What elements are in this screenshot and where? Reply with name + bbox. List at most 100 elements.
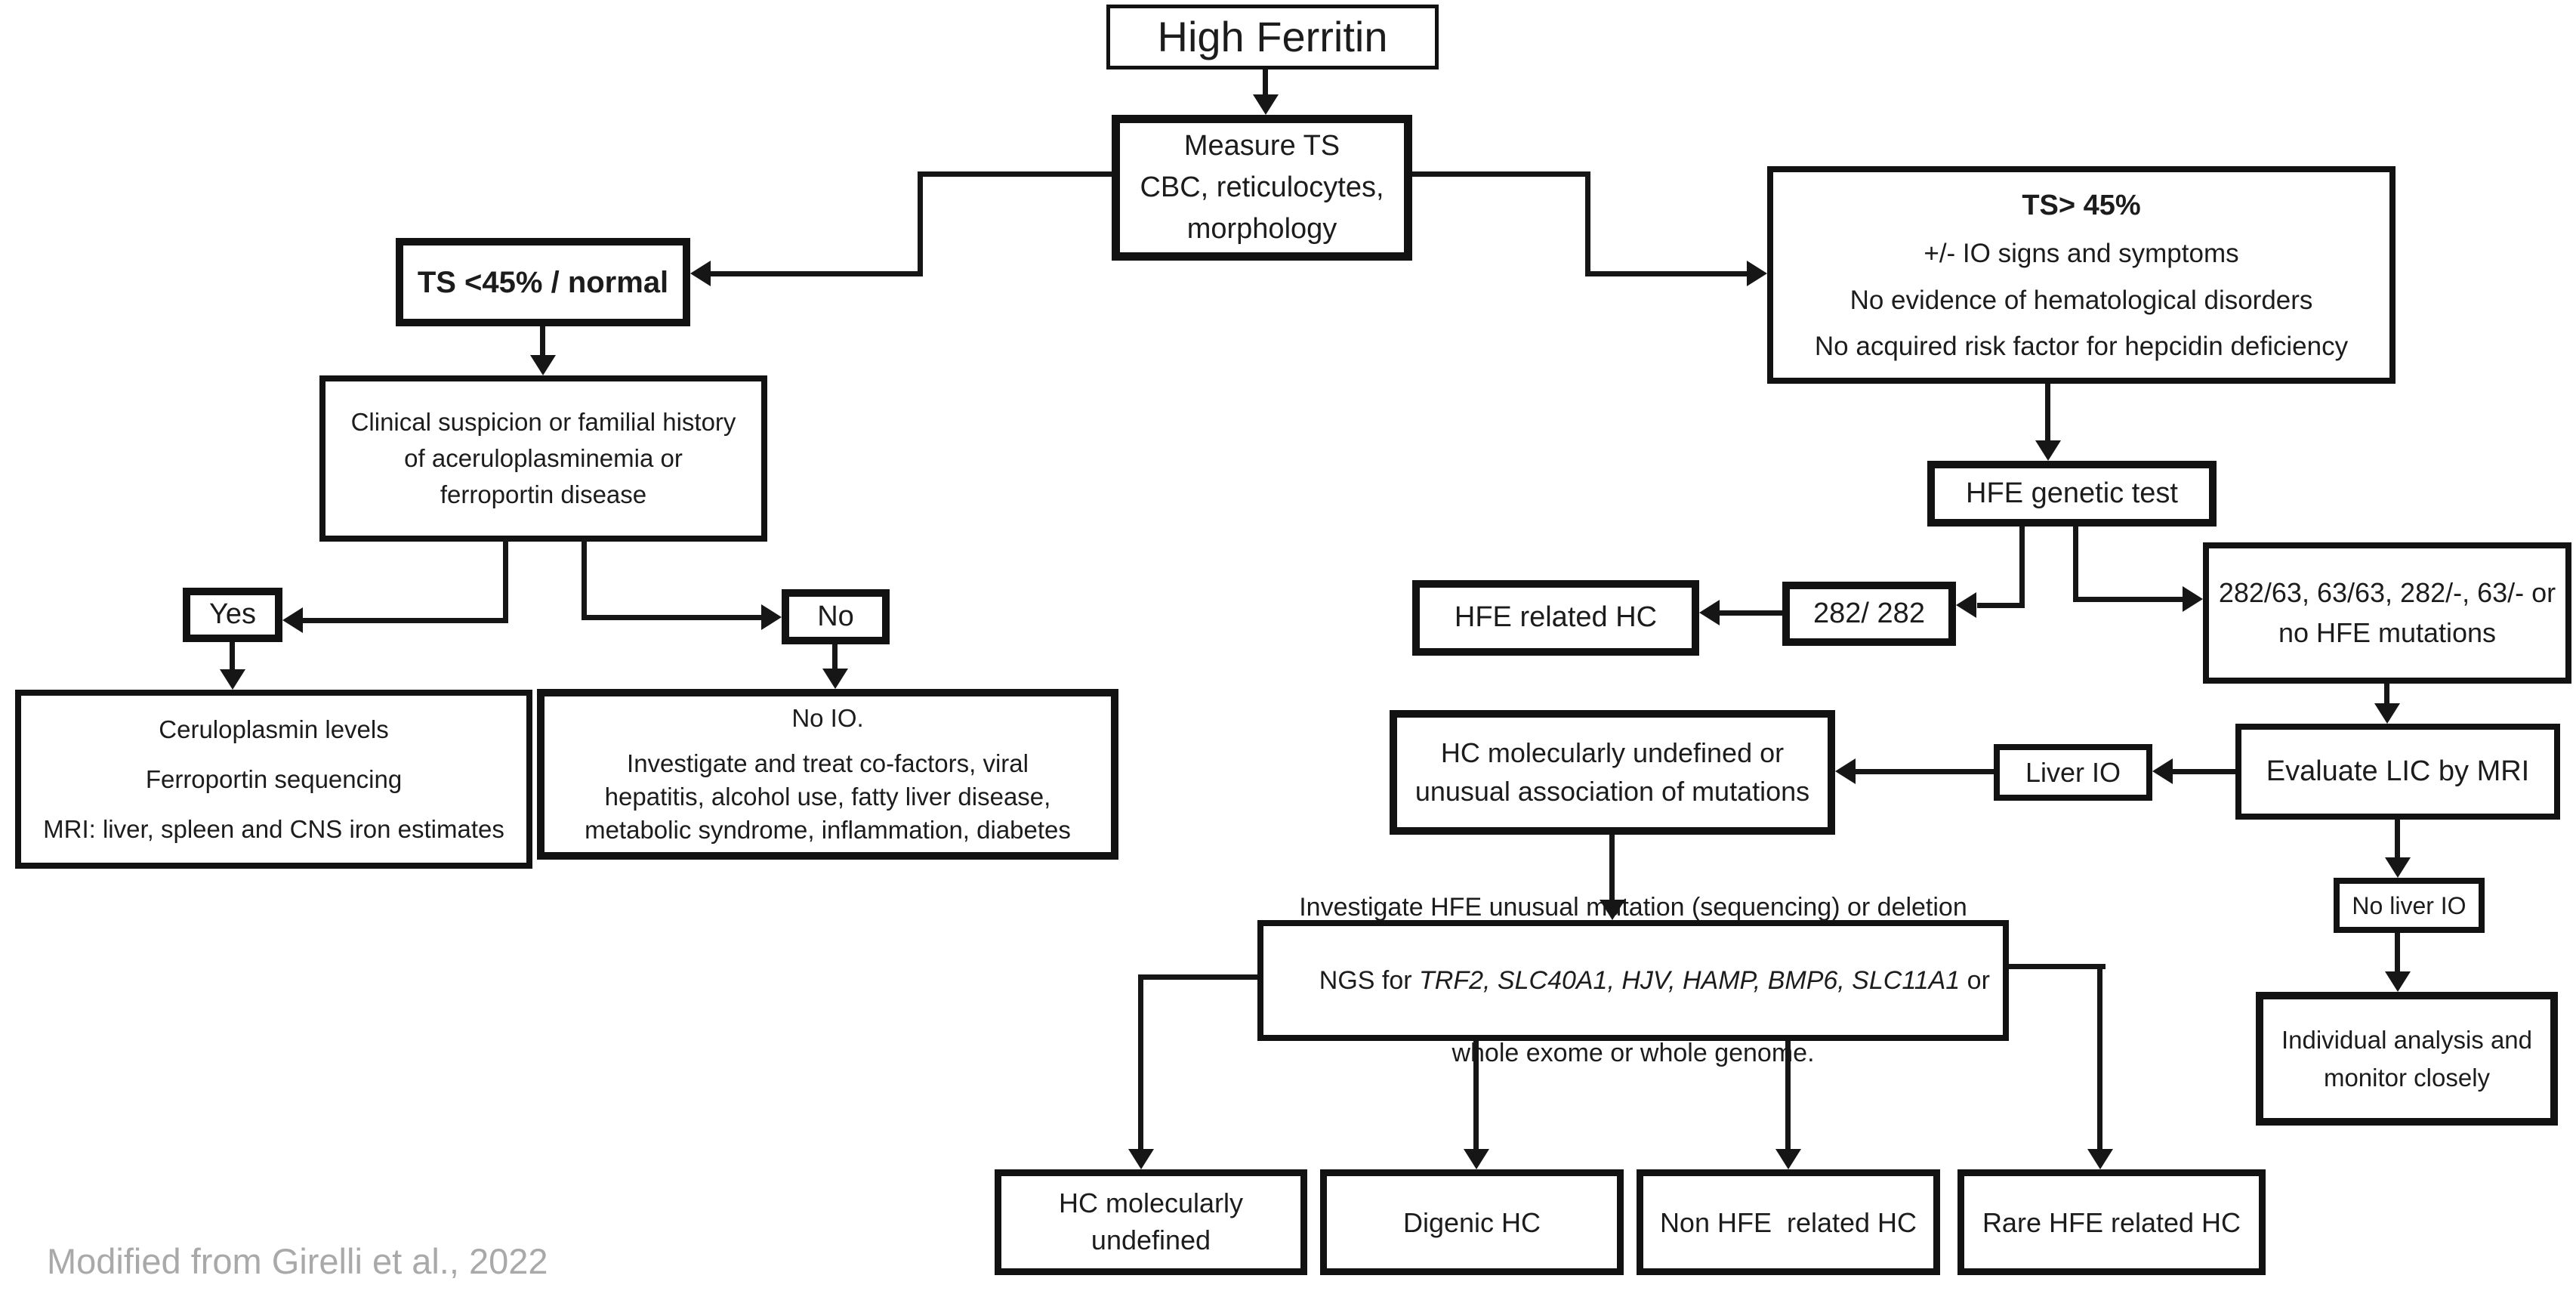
node-hc-molecularly-undefined-line2: undefined	[1091, 1225, 1211, 1255]
node-hc-undefined-assoc: HC molecularly undefined or unusual asso…	[1390, 710, 1835, 835]
node-ts-high-line3: No acquired risk factor for hepcidin def…	[1814, 331, 2349, 361]
node-individual-analysis-line1: Individual analysis and	[2281, 1026, 2533, 1054]
node-no-label: No	[817, 600, 854, 632]
connector-evaluatelic-noliverio-arrow-icon	[2385, 857, 2411, 878]
node-282-282-label: 282/ 282	[1813, 597, 1925, 629]
connector-investigate-hcundefined-line-b	[1138, 974, 1143, 1150]
node-investigate-ngs-line2-suffix: or	[1960, 965, 1990, 995]
node-rare-hfe-hc: Rare HFE related HC	[1957, 1169, 2266, 1275]
connector-measurets-tshigh-line-c	[1585, 271, 1748, 276]
node-non-hfe-hc-label: Non HFE related HC	[1659, 1206, 1917, 1238]
connector-clinical-yes-line-a	[503, 539, 508, 623]
node-ts-high-title: TS> 45%	[2022, 189, 2141, 221]
node-hc-molecularly-undefined: HC molecularly undefined	[995, 1169, 1307, 1275]
node-measure-ts: Measure TS CBC, reticulocytes, morpholog…	[1112, 115, 1412, 261]
node-investigate-ngs-gene-list: TRF2, SLC40A1, HJV, HAMP, BMP6, SLC11A1	[1419, 965, 1961, 995]
connector-hfetest-282282-line-a	[2019, 527, 2025, 608]
node-individual-analysis: Individual analysis and monitor closely	[2256, 992, 2558, 1126]
connector-liverio-hcundefassoc-line	[1855, 769, 1994, 774]
connector-282282-hferelated-arrow-icon	[1699, 600, 1720, 625]
connector-hcundefassoc-investigate-arrow-icon	[1600, 900, 1625, 920]
node-evaluate-lic: Evaluate LIC by MRI	[2235, 724, 2560, 820]
node-clinical-suspicion-line1: Clinical suspicion or familial history	[350, 408, 736, 437]
connector-hfetest-282282-arrow-icon	[1956, 592, 1976, 618]
node-hfe-related-hc: HFE related HC	[1412, 580, 1699, 656]
node-ceruloplasmin: Ceruloplasmin levels Ferroportin sequenc…	[15, 690, 532, 869]
node-individual-analysis-line2: monitor closely	[2323, 1063, 2491, 1092]
connector-noliverio-individual-line	[2395, 933, 2400, 973]
node-genotype-other-line2: no HFE mutations	[2278, 616, 2497, 648]
connector-investigate-nonhfe-arrow-icon	[1775, 1149, 1801, 1169]
node-hc-undefined-assoc-line2: unusual association of mutations	[1414, 775, 1810, 807]
connector-hfetest-282282-line-b	[1977, 603, 2025, 608]
connector-measurets-tslow-line-c	[710, 271, 923, 276]
connector-measurets-tslow-line-a	[918, 171, 1112, 177]
node-ts-low-label: TS <45% / normal	[417, 265, 669, 299]
connector-investigate-rarehfe-arrow-icon	[2087, 1149, 2113, 1169]
connector-highferritin-measurets-arrow-icon	[1253, 94, 1279, 115]
node-no-io: No IO. Investigate and treat co-factors,…	[537, 689, 1118, 860]
connector-hcundefassoc-investigate-line	[1609, 835, 1615, 901]
node-digenic-hc-label: Digenic HC	[1402, 1206, 1541, 1238]
node-clinical-suspicion-line2: of aceruloplasminemia or	[404, 444, 683, 473]
connector-investigate-nonhfe-line	[1785, 1041, 1791, 1150]
connector-genotypeother-evaluatelic-arrow-icon	[2374, 703, 2400, 724]
node-no-io-line2: hepatitis, alcohol use, fatty liver dise…	[604, 783, 1051, 811]
node-ts-high-line1: +/- IO signs and symptoms	[1924, 239, 2239, 269]
node-investigate-ngs-line2: NGS for TRF2, SLC40A1, HJV, HAMP, BMP6, …	[1276, 926, 1990, 1036]
connector-evaluatelic-noliverio-line	[2395, 820, 2400, 859]
connector-hfetest-genotypeother-line-a	[2073, 527, 2078, 602]
node-hc-molecularly-undefined-line1: HC molecularly	[1058, 1187, 1244, 1219]
connector-no-noio-arrow-icon	[822, 669, 848, 689]
node-no-io-line3: metabolic syndrome, inflammation, diabet…	[585, 815, 1071, 844]
node-high-ferritin: High Ferritin	[1106, 5, 1439, 69]
connector-investigate-rarehfe-line-a	[2009, 964, 2106, 969]
node-digenic-hc: Digenic HC	[1320, 1169, 1624, 1275]
node-yes-label: Yes	[209, 598, 256, 631]
connector-investigate-hcundefined-arrow-icon	[1128, 1149, 1154, 1169]
connector-282282-hferelated-line	[1719, 610, 1782, 616]
connector-tshigh-hfetest-line	[2045, 384, 2050, 441]
node-rare-hfe-hc-label: Rare HFE related HC	[1982, 1206, 2241, 1238]
node-ts-low: TS <45% / normal	[396, 238, 690, 326]
connector-clinical-no-line-a	[582, 539, 587, 620]
connector-clinical-yes-arrow-icon	[282, 607, 303, 633]
node-hfe-genetic-test: HFE genetic test	[1927, 461, 2217, 527]
connector-investigate-digenic-arrow-icon	[1464, 1149, 1489, 1169]
connector-yes-ceruloplasmin-arrow-icon	[220, 669, 245, 690]
connector-tslow-clinical-line	[540, 326, 545, 357]
node-measure-ts-line3: morphology	[1186, 213, 1337, 246]
node-clinical-suspicion: Clinical suspicion or familial history o…	[319, 375, 767, 542]
connector-evaluatelic-liverio-arrow-icon	[2152, 758, 2173, 784]
connector-hfetest-genotypeother-arrow-icon	[2183, 586, 2203, 612]
connector-noliverio-individual-arrow-icon	[2385, 971, 2411, 992]
node-no-liver-io-label: No liver IO	[2352, 891, 2466, 919]
node-non-hfe-hc: Non HFE related HC	[1637, 1169, 1940, 1275]
connector-clinical-no-line-b	[582, 615, 762, 620]
node-no-liver-io: No liver IO	[2334, 878, 2485, 933]
connector-clinical-yes-line-b	[302, 618, 508, 623]
node-ceruloplasmin-line2: Ferroportin sequencing	[145, 764, 403, 793]
connector-investigate-rarehfe-line-b	[2097, 964, 2102, 1150]
connector-tshigh-hfetest-arrow-icon	[2035, 440, 2061, 461]
connector-investigate-digenic-line	[1473, 1041, 1479, 1150]
node-investigate-ngs-line3: whole exome or whole genome.	[1452, 1039, 1815, 1068]
node-liver-io-label: Liver IO	[2025, 757, 2121, 788]
citation-text: Modified from Girelli et al., 2022	[47, 1241, 548, 1281]
node-yes: Yes	[183, 588, 282, 642]
connector-hfetest-genotypeother-line-b	[2073, 597, 2183, 602]
connector-measurets-tshigh-line-a	[1412, 171, 1590, 177]
connector-measurets-tshigh-arrow-icon	[1747, 261, 1767, 286]
node-no: No	[782, 589, 890, 644]
node-ts-high: TS> 45% +/- IO signs and symptoms No evi…	[1767, 166, 2396, 384]
connector-measurets-tslow-arrow-icon	[690, 261, 711, 286]
node-no-io-title: No IO.	[791, 704, 864, 733]
node-liver-io: Liver IO	[1994, 744, 2152, 801]
connector-yes-ceruloplasmin-line	[230, 642, 235, 671]
node-clinical-suspicion-line3: ferroportin disease	[440, 480, 647, 508]
node-ceruloplasmin-line1: Ceruloplasmin levels	[159, 715, 389, 743]
connector-evaluatelic-liverio-line	[2172, 769, 2235, 774]
node-ts-high-line2: No evidence of hematological disorders	[1849, 285, 2313, 315]
node-investigate-ngs-line2-prefix: NGS for	[1319, 965, 1420, 995]
